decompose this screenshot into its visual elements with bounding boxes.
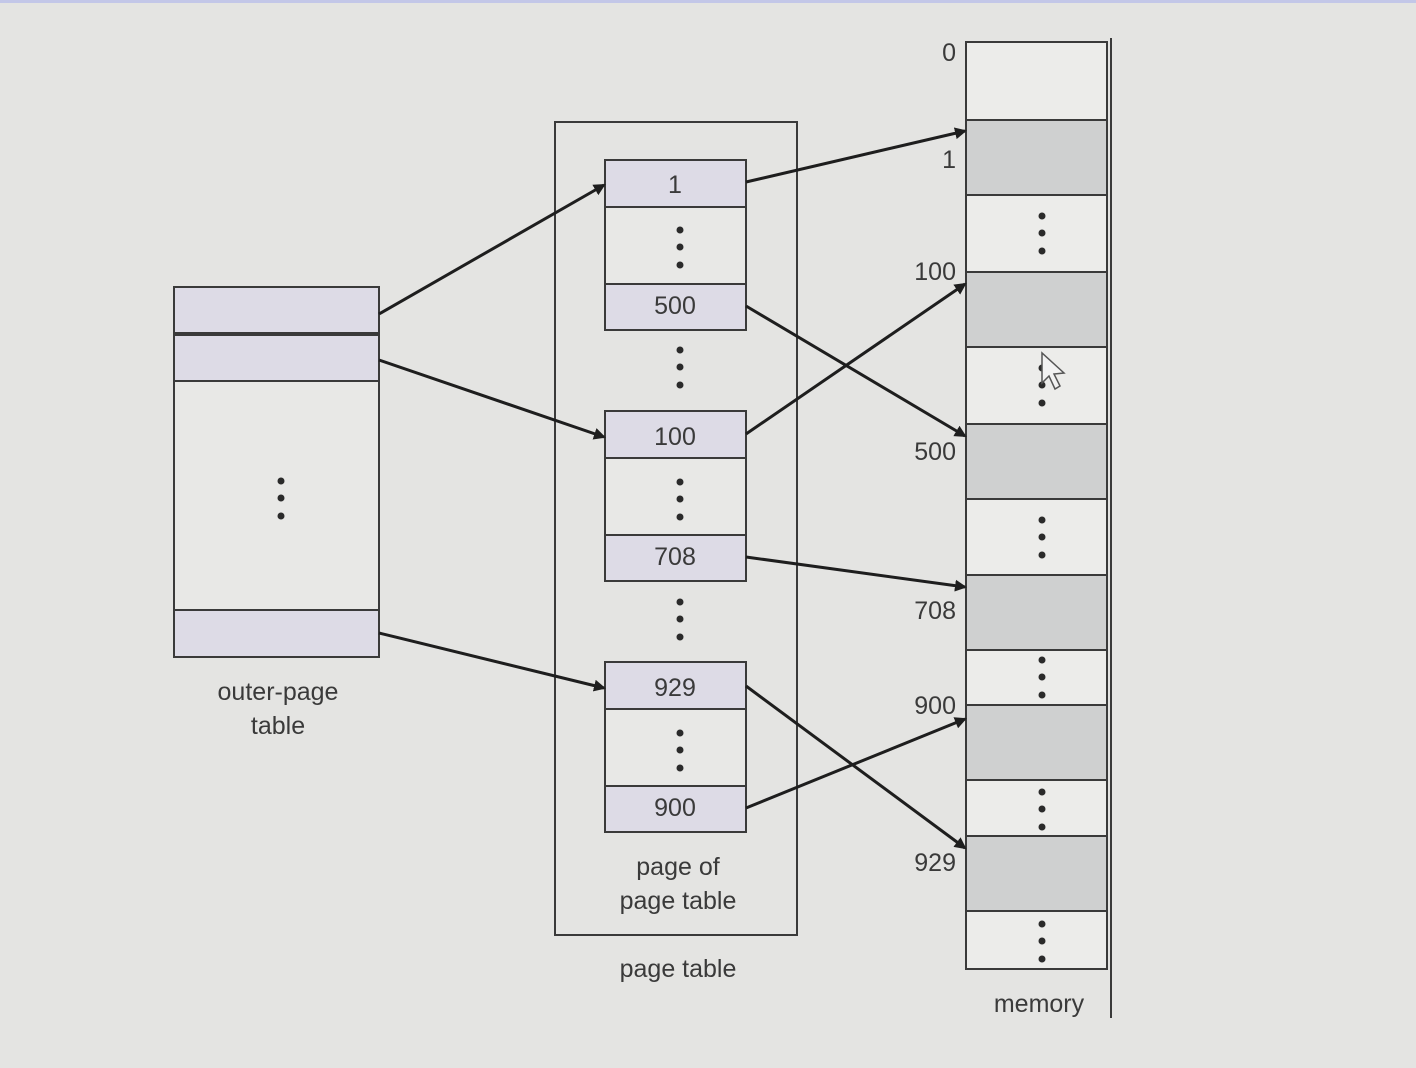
memory-address-0: 0 — [942, 39, 956, 67]
memory-address-100: 100 — [914, 258, 956, 286]
memory-frame-900 — [965, 704, 1108, 781]
top-rule — [0, 0, 1416, 3]
ellipsis-icon — [676, 346, 684, 389]
arrow-929-to-frame929 — [745, 684, 967, 850]
memory-label: memory — [994, 990, 1085, 1018]
outer-ellipsis-icon — [277, 477, 285, 520]
page-of-page-table-label-line2: page table — [620, 887, 737, 915]
memory-address-708: 708 — [914, 597, 956, 625]
page-entry-708-label: 708 — [654, 543, 696, 571]
memory-frame-708 — [965, 574, 1108, 651]
page-entry-708 — [604, 534, 747, 582]
page-entry-900-label: 900 — [654, 794, 696, 822]
mouse-cursor-icon — [1041, 351, 1066, 391]
page-entry-500-label: 500 — [654, 292, 696, 320]
page-of-page-table-block-2: 100 708 — [604, 410, 747, 582]
arrow-outerlast-to-page929 — [378, 631, 606, 692]
ellipsis-icon — [1038, 656, 1046, 699]
arrow-100-to-frame100 — [745, 282, 967, 436]
page-entry-929 — [604, 661, 747, 710]
page-entry-1-label: 1 — [668, 171, 682, 199]
page-of-page-table-label-line1: page of — [636, 853, 719, 881]
page-entry-1 — [604, 159, 747, 208]
memory-address-500: 500 — [914, 438, 956, 466]
memory-frame-100 — [965, 271, 1108, 348]
ellipsis-icon — [1038, 212, 1046, 255]
outer-table-label-line1: outer-page — [218, 678, 339, 706]
ellipsis-icon — [676, 226, 684, 269]
page-entry-500 — [604, 283, 747, 331]
memory: 0 1 100 500 708 900 929 memory — [914, 38, 1112, 1018]
page-of-page-table-block-3: 929 900 — [604, 661, 747, 833]
outer-page-table: outer-page table — [173, 286, 380, 740]
page-entry-100-label: 100 — [654, 423, 696, 451]
page-of-page-table-block-1: 1 500 — [604, 159, 747, 331]
memory-address-929: 929 — [914, 849, 956, 877]
arrow-708-to-frame708 — [745, 555, 967, 592]
ellipsis-icon — [1038, 920, 1046, 963]
arrow-900-to-frame900 — [745, 717, 967, 810]
memory-frame-500 — [965, 423, 1108, 500]
outer-table-label-line2: table — [251, 712, 305, 740]
memory-address-1: 1 — [942, 146, 956, 174]
page-entry-900 — [604, 785, 747, 833]
ellipsis-icon — [676, 598, 684, 641]
memory-address-900: 900 — [914, 692, 956, 720]
outer-entry-2 — [173, 334, 380, 382]
mapping-arrows — [378, 127, 967, 850]
ellipsis-icon — [676, 729, 684, 772]
arrow-500-to-frame500 — [745, 304, 967, 438]
page-table-label: page table — [620, 955, 737, 983]
arrow-outer2-to-page100 — [378, 358, 606, 440]
memory-frame-1 — [965, 119, 1108, 196]
outer-entry-1 — [173, 286, 380, 334]
arrow-outer1-to-page1 — [378, 183, 606, 316]
memory-frame-929 — [965, 835, 1108, 912]
memory-frame — [965, 41, 1108, 970]
arrow-1-to-frame1 — [745, 127, 967, 184]
page-entry-929-label: 929 — [654, 674, 696, 702]
ellipsis-icon — [1038, 788, 1046, 831]
outer-entry-last — [173, 609, 380, 658]
ellipsis-icon — [1038, 516, 1046, 559]
ellipsis-icon — [676, 478, 684, 521]
page-table-frame — [554, 121, 798, 936]
page-table: 1 500 100 708 — [554, 121, 798, 983]
